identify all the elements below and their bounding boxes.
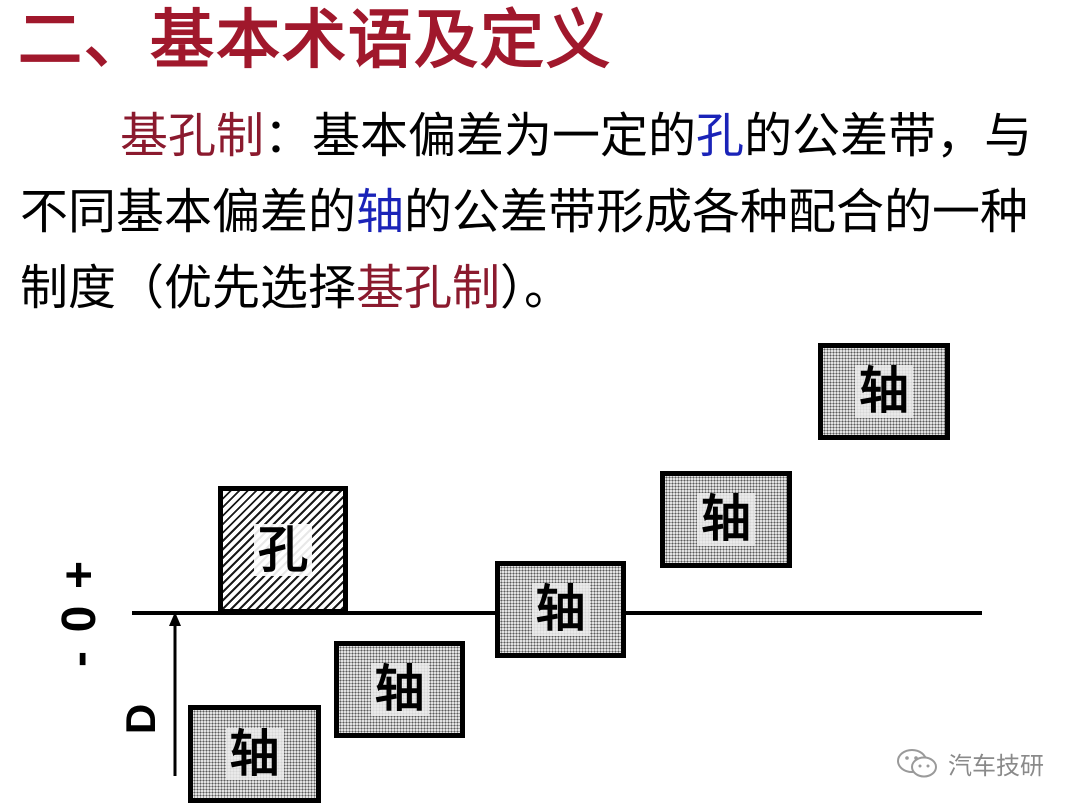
shaft-tolerance-zone: 轴 [334,641,465,738]
highlight-shaft: 轴 [356,184,405,240]
term-hole-basis: 基孔制 [120,108,265,164]
shaft-label: 轴 [370,663,429,716]
slide-title: 二、基本术语及定义 [18,4,612,78]
watermark-text: 汽车技研 [948,752,1044,780]
dimension-label-d: D [117,703,164,735]
sign-minus: - [53,651,106,667]
shaft-label: 轴 [531,583,590,636]
shaft-label: 轴 [855,365,913,418]
text-segment-2: 的公差带，与不同基本偏差的 [20,108,1033,240]
shaft-tolerance-zone: 轴 [818,343,950,440]
highlight-hole: 孔 [696,108,745,164]
text-segment-4: ）。 [500,260,573,316]
text-segment-3: 的公差带形成各种配合的一种制度（优先选择 [20,184,1029,316]
shaft-label: 轴 [697,493,755,546]
shaft-tolerance-zone: 轴 [188,705,321,803]
colon: ： [264,108,313,164]
wechat-icon [897,748,937,777]
term-hole-basis-2: 基孔制 [356,260,501,316]
dimension-arrow [169,612,181,776]
sign-plus: + [53,560,106,590]
shaft-tolerance-zone: 轴 [660,471,792,568]
hole-label: 孔 [254,524,312,577]
shaft-tolerance-zone: 轴 [495,561,626,658]
text-segment-1: 基本偏差为一定的 [312,108,697,164]
hole-tolerance-zone: 孔 [218,486,348,614]
shaft-label: 轴 [225,728,284,781]
definition-paragraph: 基孔制：基本偏差为一定的孔的公差带，与不同基本偏差的轴的公差带形成各种配合的一种… [20,98,1070,326]
watermark: 汽车技研 [896,746,1044,781]
